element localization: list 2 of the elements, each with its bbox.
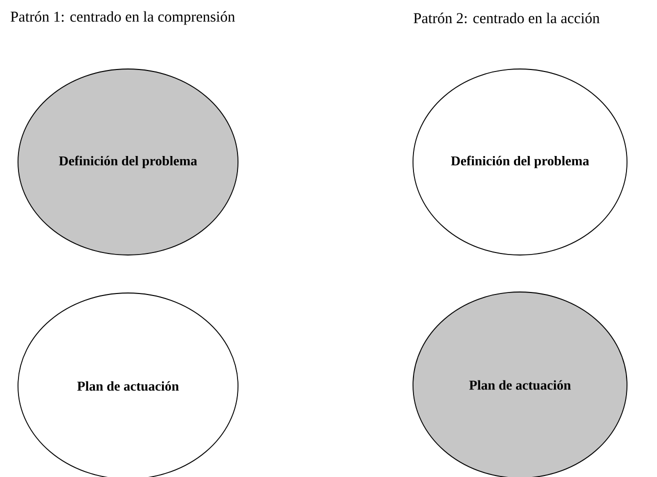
heading: Patrón 1: centrado en la comprensión	[10, 11, 235, 25]
heading: Patrón 2: centrado en la acción	[414, 12, 600, 24]
